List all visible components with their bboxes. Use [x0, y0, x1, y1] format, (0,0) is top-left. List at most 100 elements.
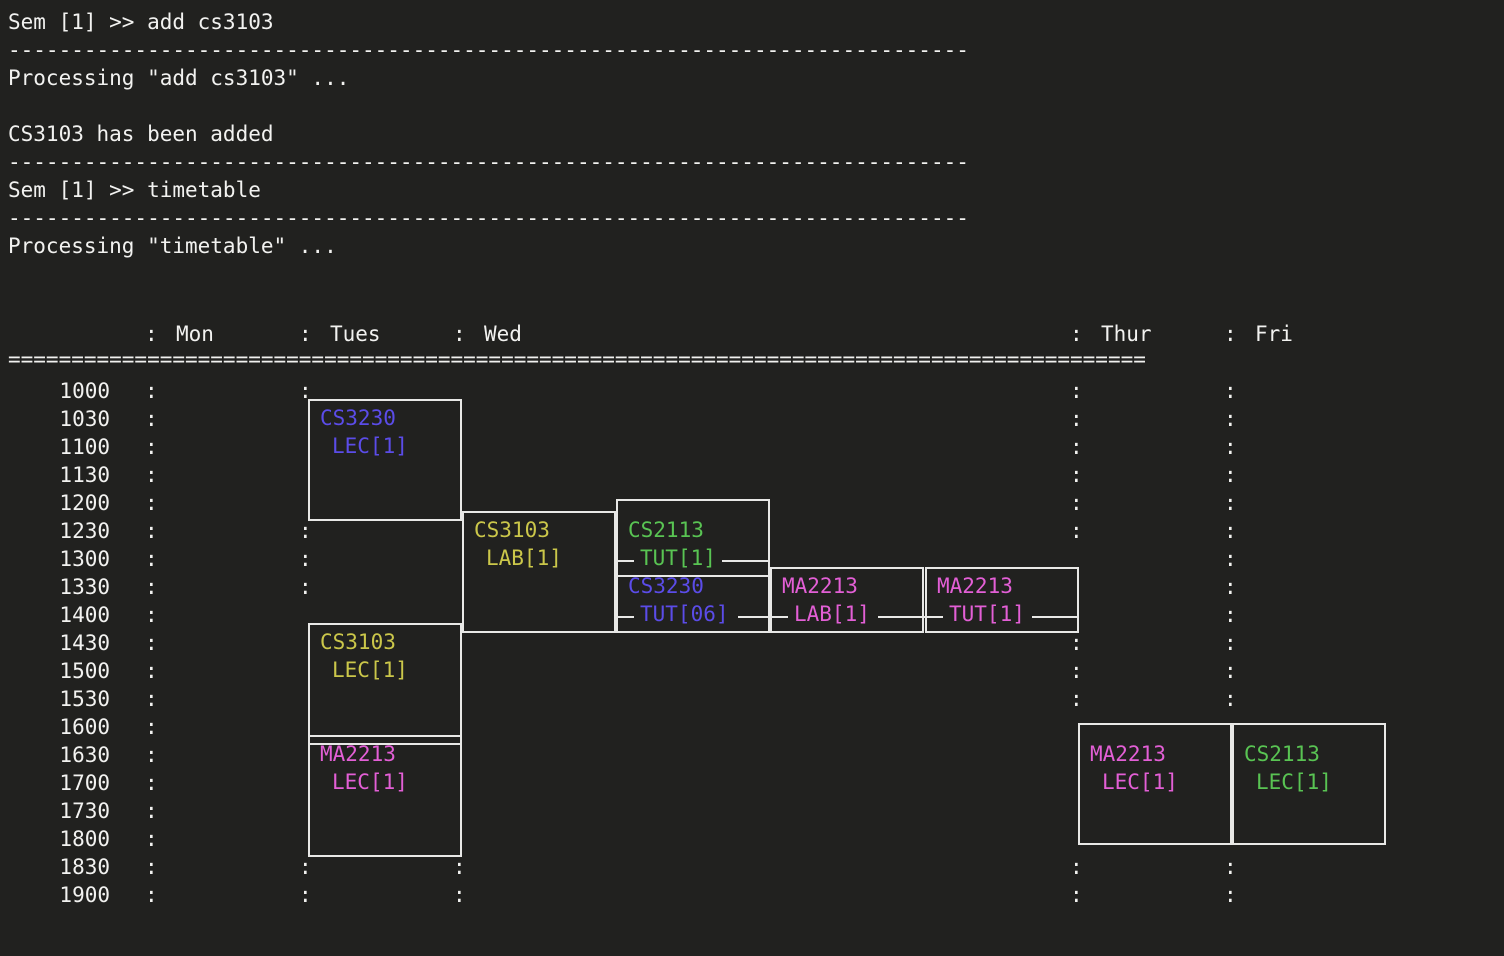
console-line-added-confirm: CS3103 has been added: [8, 122, 274, 146]
grid-colon-mon-1330: :: [145, 575, 158, 599]
console-separator-1: ----------------------------------------…: [8, 38, 969, 62]
event-slot-cs2113-lec: LEC[1]: [1256, 770, 1332, 794]
grid-colon-mon-1030: :: [145, 407, 158, 431]
grid-colon-mon-1630: :: [145, 743, 158, 767]
grid-colon-fri-1530: :: [1224, 687, 1237, 711]
event-module-ma2213-lec-thur: MA2213: [1090, 742, 1166, 766]
time-label-1430: 1430: [59, 631, 110, 655]
connector-ma2213-tut-left: [925, 616, 943, 618]
day-header-wed-colon: :: [453, 322, 466, 346]
grid-colon-tues-1000: :: [299, 379, 312, 403]
console-separator-3: ----------------------------------------…: [8, 206, 969, 230]
grid-colon-wed-1900: :: [453, 883, 466, 907]
grid-colon-wed-1830: :: [453, 855, 466, 879]
time-label-1530: 1530: [59, 687, 110, 711]
event-module-ma2213-lec-tues: MA2213: [320, 742, 396, 766]
connector-ma2213-lab-left: [770, 616, 788, 618]
time-label-1600: 1600: [59, 715, 110, 739]
grid-colon-mon-1800: :: [145, 827, 158, 851]
grid-colon-thur-1230: :: [1070, 519, 1083, 543]
day-header-tues: Tues: [330, 322, 381, 346]
time-label-1330: 1330: [59, 575, 110, 599]
grid-colon-fri-1130: :: [1224, 463, 1237, 487]
console-output: Sem [1] >> add cs3103 ------------------…: [8, 8, 1488, 260]
grid-colon-mon-1830: :: [145, 855, 158, 879]
grid-colon-mon-1230: :: [145, 519, 158, 543]
grid-colon-fri-1430: :: [1224, 631, 1237, 655]
event-box-cs3230-lec[interactable]: [308, 399, 462, 521]
grid-colon-fri-1200: :: [1224, 491, 1237, 515]
console-line-blank-1: [8, 92, 1488, 120]
time-label-1130: 1130: [59, 463, 110, 487]
console-line-command-add: Sem [1] >> add cs3103: [8, 10, 274, 34]
connector-ma2213-lab-right: [878, 616, 925, 618]
console-separator-2: ----------------------------------------…: [8, 150, 969, 174]
time-label-1030: 1030: [59, 407, 110, 431]
event-slot-cs3103-lab: LAB[1]: [486, 546, 562, 570]
grid-colon-thur-1900: :: [1070, 883, 1083, 907]
event-module-cs2113-tut: CS2113: [628, 518, 704, 542]
time-label-1230: 1230: [59, 519, 110, 543]
time-label-1300: 1300: [59, 547, 110, 571]
event-box-ma2213-lec-tues[interactable]: [308, 735, 462, 857]
event-module-ma2213-lab: MA2213: [782, 574, 858, 598]
connector-cs2113-tut-right: [722, 560, 770, 562]
event-box-cs3103-lec[interactable]: [308, 623, 462, 745]
grid-colon-mon-1430: :: [145, 631, 158, 655]
event-module-cs3103-lab: CS3103: [474, 518, 550, 542]
grid-colon-mon-1900: :: [145, 883, 158, 907]
grid-colon-thur-1430: :: [1070, 631, 1083, 655]
event-box-ma2213-tut[interactable]: [925, 567, 1079, 633]
event-box-ma2213-lab[interactable]: [770, 567, 924, 633]
grid-colon-mon-1300: :: [145, 547, 158, 571]
time-label-1630: 1630: [59, 743, 110, 767]
grid-colon-mon-1530: :: [145, 687, 158, 711]
grid-colon-fri-1000: :: [1224, 379, 1237, 403]
day-header-mon: Mon: [176, 322, 214, 346]
event-box-cs3103-lab[interactable]: [462, 511, 616, 633]
grid-colon-mon-1730: :: [145, 799, 158, 823]
time-label-1200: 1200: [59, 491, 110, 515]
connector-cs3230-tut-left: [616, 616, 634, 618]
time-label-1830: 1830: [59, 855, 110, 879]
grid-colon-mon-1700: :: [145, 771, 158, 795]
grid-colon-fri-1330: :: [1224, 575, 1237, 599]
event-box-ma2213-lec-thur[interactable]: [1078, 723, 1232, 845]
grid-colon-thur-1500: :: [1070, 659, 1083, 683]
grid-colon-thur-1130: :: [1070, 463, 1083, 487]
day-header-fri: Fri: [1255, 322, 1293, 346]
event-box-cs2113-lec[interactable]: [1232, 723, 1386, 845]
grid-colon-thur-1830: :: [1070, 855, 1083, 879]
day-header-wed: Wed: [484, 322, 522, 346]
grid-colon-mon-1130: :: [145, 463, 158, 487]
grid-colon-fri-1400: :: [1224, 603, 1237, 627]
grid-colon-thur-1530: :: [1070, 687, 1083, 711]
day-header-thur: Thur: [1101, 322, 1152, 346]
console-line-processing-timetable: Processing "timetable" ...: [8, 234, 337, 258]
event-module-cs3230-lec: CS3230: [320, 406, 396, 430]
event-box-cs3230-tut[interactable]: [616, 575, 770, 633]
grid-colon-fri-1100: :: [1224, 435, 1237, 459]
time-label-1100: 1100: [59, 435, 110, 459]
grid-colon-fri-1830: :: [1224, 855, 1237, 879]
time-label-1000: 1000: [59, 379, 110, 403]
time-label-1730: 1730: [59, 799, 110, 823]
grid-colon-tues-1230: :: [299, 519, 312, 543]
event-module-cs3230-tut: CS3230: [628, 574, 704, 598]
grid-colon-mon-1100: :: [145, 435, 158, 459]
event-slot-cs3230-tut: TUT[06]: [640, 602, 729, 626]
event-slot-cs3103-lec: LEC[1]: [332, 658, 408, 682]
event-slot-cs3230-lec: LEC[1]: [332, 434, 408, 458]
time-label-1700: 1700: [59, 771, 110, 795]
connector-ma2213-tut-right: [1032, 616, 1079, 618]
console-line-processing-add: Processing "add cs3103" ...: [8, 66, 350, 90]
grid-colon-tues-1900: :: [299, 883, 312, 907]
grid-colon-tues-1330: :: [299, 575, 312, 599]
day-header-thur-colon: :: [1070, 322, 1083, 346]
grid-colon-thur-1030: :: [1070, 407, 1083, 431]
grid-colon-mon-1500: :: [145, 659, 158, 683]
event-slot-cs2113-tut: TUT[1]: [640, 546, 716, 570]
time-label-1400: 1400: [59, 603, 110, 627]
grid-colon-mon-1000: :: [145, 379, 158, 403]
